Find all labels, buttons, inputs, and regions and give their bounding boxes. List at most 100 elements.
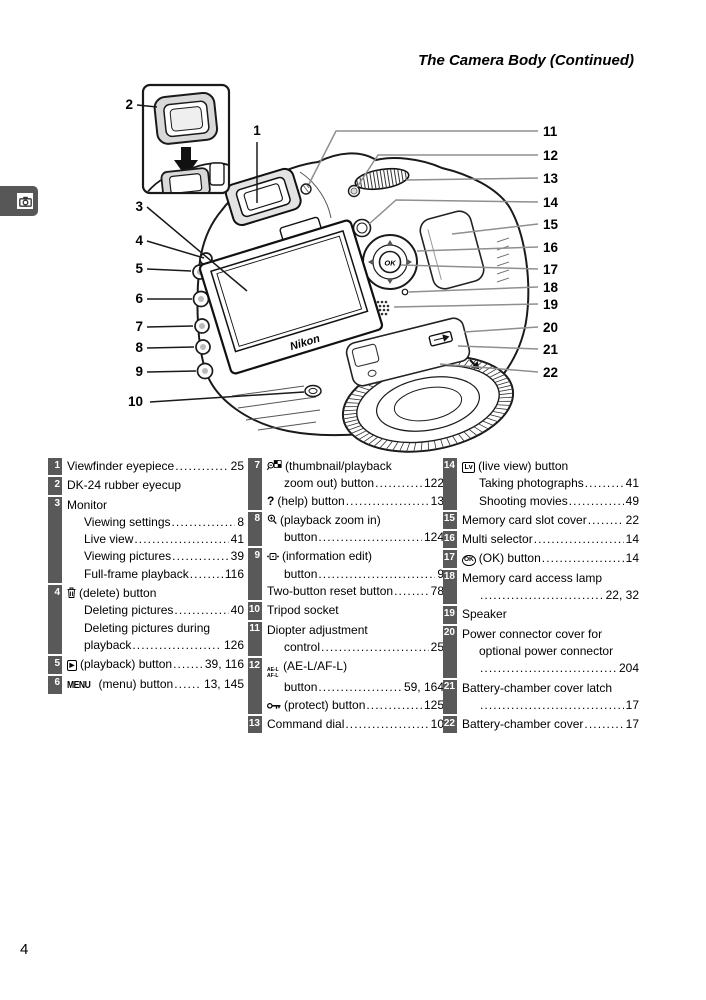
callout-number-22: 22 bbox=[543, 365, 558, 380]
legend-line: Command dial............................… bbox=[267, 716, 444, 733]
legend-text: Battery-chamber cover bbox=[462, 717, 584, 732]
legend-line: Deleting pictures during bbox=[67, 620, 244, 637]
tripod-socket bbox=[304, 384, 322, 398]
entry-number-badge: 10 bbox=[248, 602, 262, 620]
page-ref: 41 bbox=[625, 476, 639, 491]
legend-line: button..................................… bbox=[267, 529, 444, 546]
legend-entry-5: 5 ▶(playback) button.....................… bbox=[48, 656, 244, 674]
legend-line: button..................................… bbox=[267, 679, 444, 696]
dot-leader: ........................................… bbox=[175, 459, 229, 473]
legend-text: Viewing settings bbox=[84, 514, 171, 529]
entry-number-badge: 1 bbox=[48, 458, 62, 476]
callout-line-5 bbox=[146, 268, 192, 272]
legend-text: Speaker bbox=[462, 607, 507, 622]
callout-number-19: 19 bbox=[543, 297, 558, 312]
callout-line-13 bbox=[405, 177, 539, 181]
dot-leader: ........................................… bbox=[321, 639, 429, 654]
callout-line-18 bbox=[408, 286, 539, 293]
dot-leader: ........................................… bbox=[345, 493, 429, 508]
callout-line-9 bbox=[146, 370, 197, 373]
entry-lines: Memory card access lamp.................… bbox=[462, 570, 639, 605]
legend-text: button bbox=[284, 566, 318, 581]
entry-number-badge: 6 bbox=[48, 675, 62, 694]
callout-line-15 bbox=[451, 223, 539, 235]
page-ref: 122 bbox=[423, 476, 444, 491]
entry-lines: ▶(playback) button......................… bbox=[67, 656, 244, 673]
callout-number-15: 15 bbox=[543, 217, 559, 232]
legend-line: Memory card slot cover..................… bbox=[462, 512, 639, 529]
legend-entry-13: 13 Command dial..........................… bbox=[248, 716, 444, 734]
legend-line: Battery-chamber cover...................… bbox=[462, 716, 639, 733]
callout-number-21: 21 bbox=[543, 342, 559, 357]
legend-text: (playback zoom in) bbox=[280, 512, 381, 527]
legend-line: Monitor bbox=[67, 497, 244, 514]
legend-line: optional power connector bbox=[462, 643, 639, 660]
entry-lines: MENU(menu) button.......................… bbox=[67, 676, 244, 694]
legend-text: (playback) button bbox=[80, 657, 173, 672]
callout-line-14 bbox=[368, 199, 539, 225]
legend-text: Shooting movies bbox=[479, 493, 568, 508]
page-ref: 125 bbox=[423, 697, 444, 712]
callout-line-8 bbox=[146, 346, 195, 349]
legend-line: Deleting pictures.......................… bbox=[67, 602, 244, 619]
callout-number-17: 17 bbox=[543, 262, 558, 277]
playback-zoom-in-icon bbox=[267, 512, 277, 529]
legend-text: Monitor bbox=[67, 497, 108, 512]
page-ref: 124 bbox=[423, 530, 444, 545]
page-ref: 8 bbox=[237, 514, 244, 529]
callout-line-17 bbox=[400, 264, 539, 270]
legend-line: Two-button reset button.................… bbox=[267, 583, 444, 600]
callout-number-13: 13 bbox=[543, 171, 559, 186]
callout-line-16 bbox=[416, 246, 539, 252]
menu-icon: MENU bbox=[67, 678, 91, 691]
ae-l-af-l-button bbox=[347, 184, 361, 198]
power-connector-cover bbox=[351, 343, 380, 367]
legend-text: (thumbnail/playback bbox=[285, 459, 392, 473]
legend-line: ........................................… bbox=[462, 587, 639, 604]
callout-line-2 bbox=[136, 104, 158, 108]
legend-text: Live view bbox=[84, 532, 134, 547]
callout-line-10 bbox=[149, 391, 305, 403]
callout-number-2: 2 bbox=[125, 97, 133, 112]
legend-text: (AE-L/AF-L) bbox=[283, 659, 348, 674]
legend-text: (protect) button bbox=[284, 697, 366, 712]
entry-number-badge: 22 bbox=[443, 716, 457, 734]
entry-number-badge: 9 bbox=[248, 548, 262, 601]
page-ref: 22 bbox=[625, 512, 639, 527]
entry-number-badge: 14 bbox=[443, 458, 457, 510]
eyecup-inset bbox=[141, 83, 231, 195]
legend-text: Full-frame playback bbox=[84, 566, 189, 581]
callout-number-9: 9 bbox=[135, 364, 143, 379]
callout-number-8: 8 bbox=[135, 340, 143, 355]
entry-number-badge: 13 bbox=[248, 716, 262, 734]
legend-line: Live view...............................… bbox=[67, 531, 244, 548]
page-ref: 25 bbox=[230, 459, 244, 473]
dot-leader: ........................................… bbox=[480, 661, 617, 676]
callout-number-16: 16 bbox=[543, 240, 559, 255]
callout-number-5: 5 bbox=[135, 261, 143, 276]
legend-text: playback bbox=[84, 637, 132, 652]
entry-number-badge: 5 bbox=[48, 656, 62, 674]
chapter-tab bbox=[0, 186, 38, 216]
legend-line: Speaker bbox=[462, 606, 639, 623]
entry-number-badge: 17 bbox=[443, 550, 457, 568]
legend-text: (OK) button bbox=[478, 551, 541, 566]
callout-line-21 bbox=[457, 345, 539, 350]
legend-text: Deleting pictures during bbox=[84, 620, 211, 635]
dot-leader: ........................................… bbox=[541, 551, 624, 566]
entry-lines: Battery-chamber cover...................… bbox=[462, 716, 639, 733]
callout-number-7: 7 bbox=[135, 319, 143, 334]
page-ref: 14 bbox=[625, 551, 639, 566]
legend-line: Lv(live view) button bbox=[462, 458, 639, 475]
legend-line: Memory card access lamp bbox=[462, 570, 639, 587]
base-plate bbox=[231, 385, 321, 431]
callout-line-7 bbox=[146, 325, 194, 328]
